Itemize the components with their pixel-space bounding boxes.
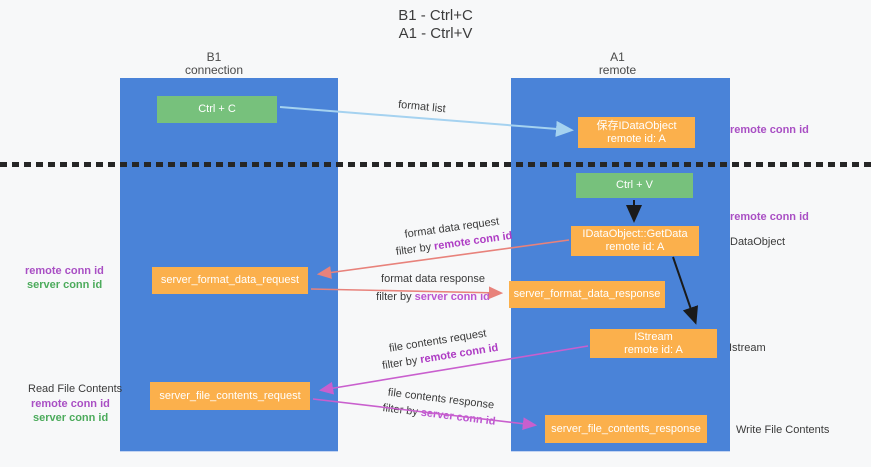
file-request-label: server_file_contents_request xyxy=(159,389,301,402)
annotation-write-file-contents: Write File Contents xyxy=(736,424,830,436)
annotation-dataobject: DataObject xyxy=(730,236,786,248)
getdata-line2: remote id: A xyxy=(605,241,665,253)
box-ctrl-c: Ctrl + C xyxy=(157,96,277,123)
arrow-label-file-contents-request: file contents request filter by remote c… xyxy=(372,323,505,375)
annotation-remote-conn-id-mid-right: remote conn id xyxy=(730,211,809,223)
box-istream: IStream remote id: A xyxy=(590,329,717,358)
box-server-file-contents-response: server_file_contents_response xyxy=(545,415,707,443)
annotation-remote-conn-id-top-right: remote conn id xyxy=(730,124,809,136)
ctrl-c-label: Ctrl + C xyxy=(198,103,236,115)
annotation-server-conn-id-left-top: server conn id xyxy=(27,279,103,291)
lane-b1-name: B1 xyxy=(206,50,222,64)
lane-header-b1: B1 connection xyxy=(105,51,323,77)
format-response-label: server_format_data_response xyxy=(513,288,661,300)
istream-line2: remote id: A xyxy=(624,343,683,356)
file-response-label: server_file_contents_response xyxy=(551,422,701,435)
box-idataobject-getdata: IDataObject::GetData remote id: A xyxy=(571,226,699,256)
save-idataobject-line2: remote id: A xyxy=(607,132,666,145)
istream-line1: IStream xyxy=(634,330,673,343)
lane-a1-name: A1 xyxy=(610,50,625,64)
box-server-format-data-request: server_format_data_request xyxy=(152,267,308,294)
title-line-1: B1 - Ctrl+C xyxy=(398,7,473,24)
box-save-idataobject: 保存IDataObject remote id: A xyxy=(578,117,695,148)
arrow-label-format-data-request: format data request filter by remote con… xyxy=(381,210,524,261)
annotation-istream: Istream xyxy=(729,342,766,354)
diagram-title: B1 - Ctrl+C A1 - Ctrl+V xyxy=(0,7,871,43)
server-conn-id-highlight: server conn id xyxy=(414,291,490,303)
lane-b1-subtitle: connection xyxy=(184,63,244,77)
box-server-file-contents-request: server_file_contents_request xyxy=(150,382,310,410)
box-ctrl-v: Ctrl + V xyxy=(576,173,693,198)
annotation-read-file-contents: Read File Contents xyxy=(28,383,123,395)
format-data-response-text: format data response xyxy=(381,273,485,285)
annotation-remote-conn-id-left-bottom: remote conn id xyxy=(31,398,110,410)
getdata-line1: IDataObject::GetData xyxy=(582,228,688,240)
format-request-label: server_format_data_request xyxy=(160,274,300,286)
box-server-format-data-response: server_format_data_response xyxy=(509,281,665,308)
lane-header-a1: A1 remote xyxy=(508,51,727,77)
arrow-label-format-list: format list xyxy=(397,98,447,116)
title-line-2: A1 - Ctrl+V xyxy=(398,25,473,42)
lane-a1-subtitle: remote xyxy=(598,63,637,77)
annotation-remote-conn-id-left-top: remote conn id xyxy=(25,265,104,277)
arrow-label-format-data-response: format data response filter by server co… xyxy=(363,271,503,305)
session-divider-dashed-line xyxy=(0,162,871,167)
annotation-server-conn-id-left-bottom: server conn id xyxy=(33,412,109,424)
save-idataobject-line1: 保存IDataObject xyxy=(596,119,677,132)
arrow-label-file-contents-response: file contents response filter by server … xyxy=(369,383,512,432)
ctrl-v-label: Ctrl + V xyxy=(616,179,653,191)
format-data-response-filter: filter by server conn id xyxy=(376,291,490,303)
